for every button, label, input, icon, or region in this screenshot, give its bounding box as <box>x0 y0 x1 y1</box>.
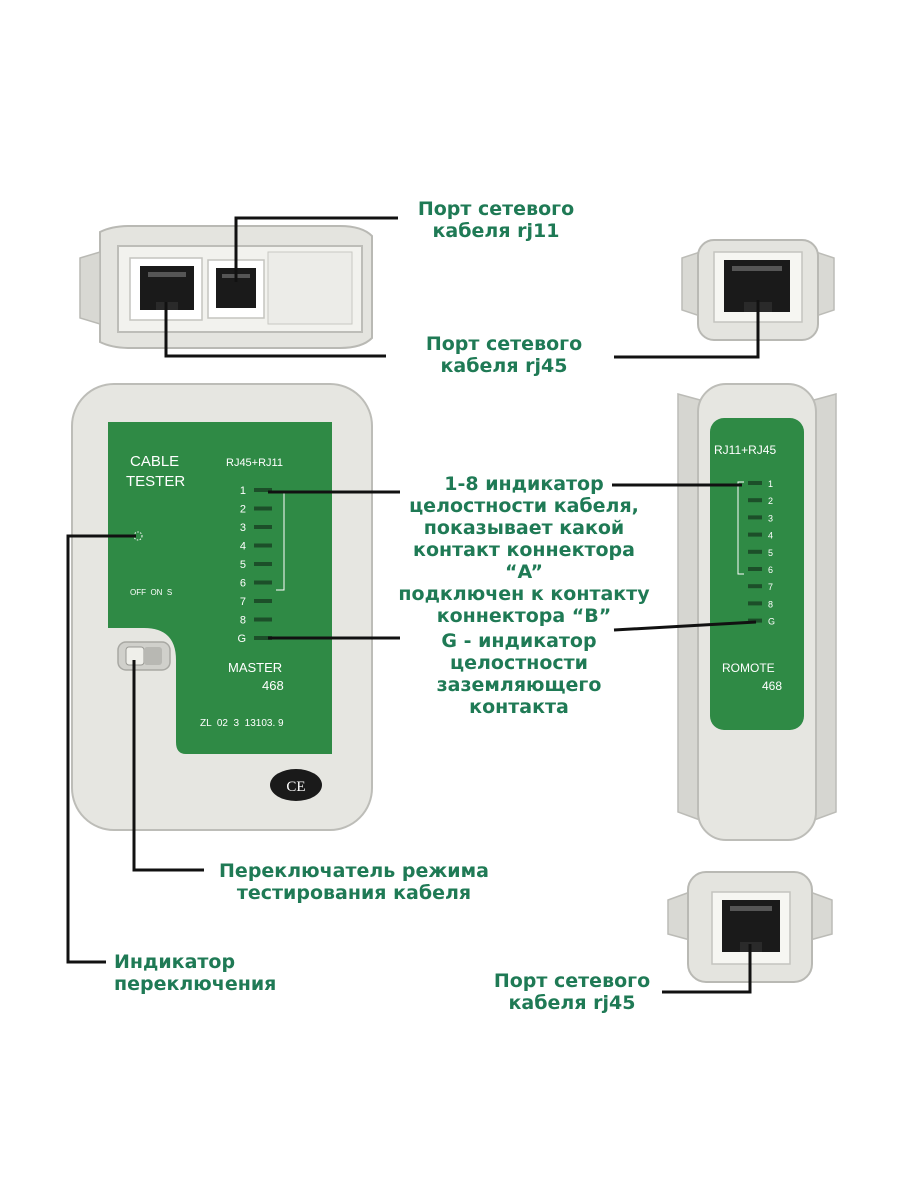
master-led-5 <box>254 562 272 566</box>
master-model-name: MASTER <box>228 660 282 675</box>
remote-led-label-3: 3 <box>768 513 773 523</box>
leader-lines <box>66 216 760 994</box>
remote-led-label-5: 5 <box>768 548 773 558</box>
master-led-6 <box>254 580 272 585</box>
remote-port-label: RJ11+RJ45 <box>714 443 776 457</box>
callout-rj45-top: Порт сетевого кабеля rj45 <box>425 333 583 377</box>
callout-rj45-bottom: Порт сетевого кабеля rj45 <box>493 970 651 1014</box>
remote-led-8 <box>748 601 762 606</box>
master-model-number: 468 <box>262 678 284 693</box>
remote-led-1 <box>748 481 762 485</box>
leader-rj45-top <box>164 302 386 358</box>
leader-mode-switch <box>132 660 204 872</box>
master-serial: ZL 02 3 13103. 9 <box>200 718 284 729</box>
remote-led-2 <box>748 498 762 503</box>
remote-model-name: ROMOTE <box>722 661 775 675</box>
remote-led-5 <box>748 549 762 554</box>
master-title-line1: CABLE <box>130 453 179 470</box>
remote-led-label-4: 4 <box>768 531 773 541</box>
remote-led-6 <box>748 567 762 571</box>
master-led-7 <box>254 599 272 603</box>
master-led-g <box>254 636 272 640</box>
remote-led-label-7: 7 <box>768 582 773 592</box>
master-title-line2: TESTER <box>126 473 185 490</box>
remote-led-column: 1 2 3 4 5 6 7 8G <box>748 479 775 627</box>
remote-led-7 <box>748 584 762 589</box>
mode-switch[interactable] <box>117 641 171 671</box>
master-top-view <box>79 225 373 349</box>
remote-led-label-6: 6 <box>768 565 773 575</box>
master-led-label-5: 5 <box>240 559 246 571</box>
leader-rj45-bottom <box>662 944 752 994</box>
master-switch-label: OFF ON S <box>130 588 172 597</box>
callout-mode-switch: Переключатель режима тестирования кабеля <box>219 860 489 904</box>
master-led-label-2: 2 <box>240 504 246 516</box>
master-led-label-8: 8 <box>240 615 246 627</box>
remote-led-label-8: 8 <box>768 599 773 609</box>
master-led-1 <box>254 488 272 492</box>
master-led-label-g: G <box>237 633 246 645</box>
master-unit: CABLE TESTER RJ45+RJ11 1 2 3 4 5 6 7 8G OFF ON … <box>71 383 373 831</box>
remote-led-label-g: G <box>768 617 775 627</box>
leader-g-remote <box>613 620 757 632</box>
master-led-label-6: 6 <box>240 578 246 590</box>
callout-switch-indicator: Индикатор переключения <box>114 951 277 995</box>
master-led-8 <box>254 617 272 622</box>
master-led-label-4: 4 <box>240 541 246 553</box>
remote-led-3 <box>748 515 762 520</box>
leader-rj45-remote-top <box>614 300 760 359</box>
remote-led-label-1: 1 <box>768 479 773 489</box>
master-led-column: 1 2 3 4 5 6 7 8G <box>237 485 272 645</box>
ce-mark-logo: CE <box>270 769 322 801</box>
remote-unit: RJ11+RJ45 1 2 3 4 5 6 7 8G ROMOTE 468 <box>677 383 837 841</box>
master-port-label: RJ45+RJ11 <box>226 457 283 469</box>
master-led-4 <box>254 543 272 548</box>
remote-model-number: 468 <box>762 679 782 693</box>
ce-mark-text: CE <box>286 779 305 795</box>
master-led-label-3: 3 <box>240 522 246 534</box>
leader-rj11-top <box>234 216 398 282</box>
master-led-label-1: 1 <box>240 485 246 497</box>
callout-indicator-g: G - индикатор целостности заземляющего к… <box>436 630 602 718</box>
master-led-3 <box>254 525 272 529</box>
master-led-2 <box>254 506 272 511</box>
callout-rj11-top: Порт сетевого кабеля rj11 <box>417 198 575 242</box>
remote-led-4 <box>748 532 762 537</box>
remote-led-label-2: 2 <box>768 496 773 506</box>
master-led-label-7: 7 <box>240 596 246 608</box>
callout-indicator-18: 1-8 индикатор целостности кабеля, показы… <box>398 473 650 627</box>
leader-switch-indicator <box>66 534 136 964</box>
